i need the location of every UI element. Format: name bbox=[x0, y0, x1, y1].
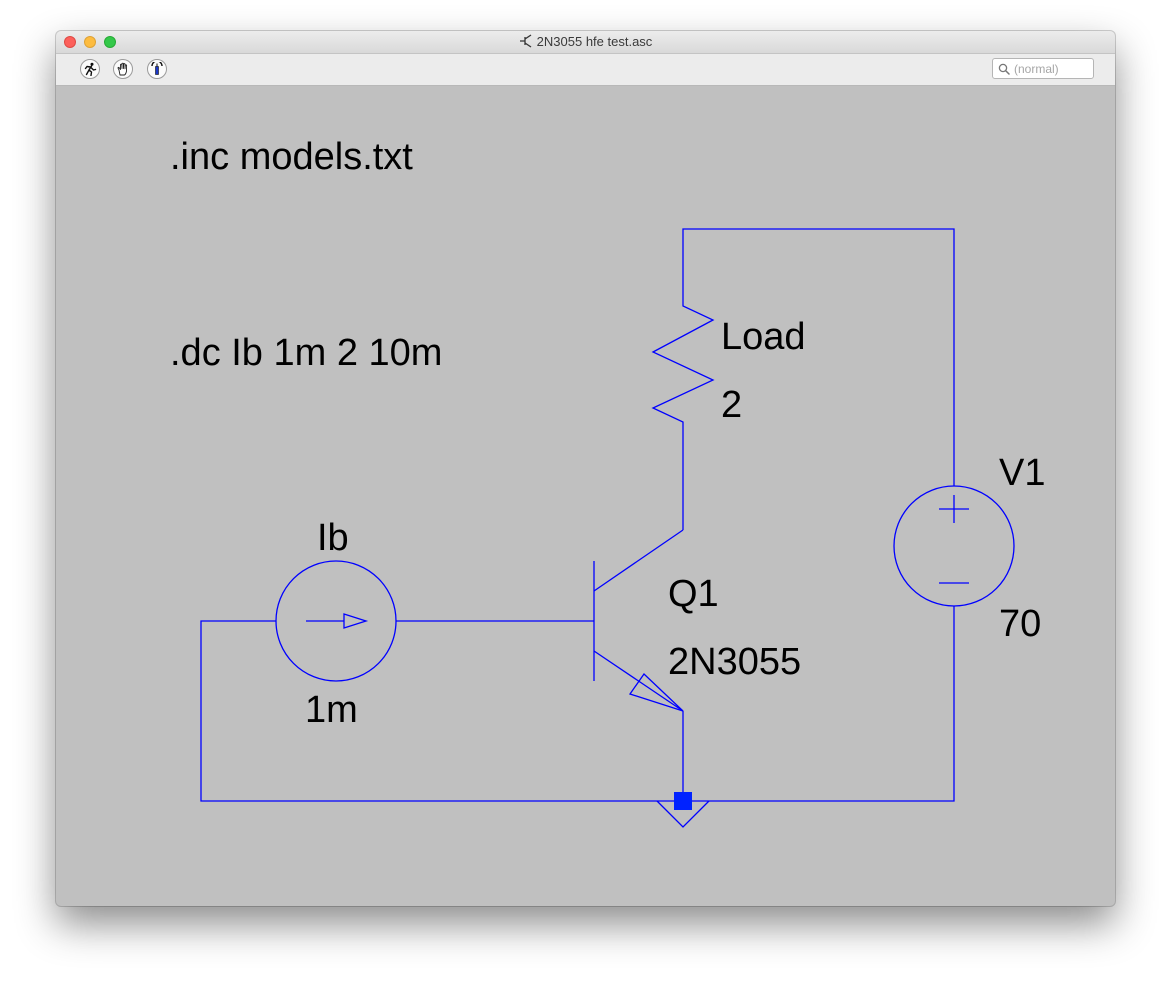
schematic-drawing[interactable]: .inc models.txt .dc Ib 1m 2 10m Load 2 Q… bbox=[56, 86, 1115, 906]
search-field[interactable] bbox=[992, 58, 1094, 79]
transistor-collector-leg[interactable] bbox=[593, 529, 684, 592]
probe-icon bbox=[151, 62, 163, 75]
load-name-label[interactable]: Load bbox=[721, 316, 806, 358]
include-directive[interactable]: .inc models.txt bbox=[170, 136, 413, 178]
title-bar[interactable]: 2N3055 hfe test.asc bbox=[56, 31, 1115, 54]
v1-value-label[interactable]: 70 bbox=[999, 603, 1041, 645]
app-window: 2N3055 hfe test.asc bbox=[56, 31, 1115, 906]
current-source-arrow-head bbox=[343, 613, 369, 629]
close-button[interactable] bbox=[64, 36, 76, 48]
zoom-button[interactable] bbox=[104, 36, 116, 48]
ground-symbol[interactable] bbox=[656, 800, 710, 828]
hand-icon bbox=[117, 62, 128, 76]
search-icon bbox=[998, 63, 1010, 75]
schematic-canvas[interactable]: .inc models.txt .dc Ib 1m 2 10m Load 2 Q… bbox=[56, 86, 1115, 906]
running-man-icon bbox=[84, 62, 97, 76]
v1-name-label[interactable]: V1 bbox=[999, 452, 1045, 494]
probe-button[interactable] bbox=[147, 59, 167, 79]
toolbar bbox=[56, 54, 1115, 86]
wire-top-loop[interactable] bbox=[682, 228, 955, 486]
voltage-source-symbol[interactable] bbox=[893, 485, 1015, 607]
load-value-label[interactable]: 2 bbox=[721, 384, 742, 426]
halt-button[interactable] bbox=[113, 59, 133, 79]
current-source-symbol[interactable] bbox=[275, 560, 397, 682]
window-title-area: 2N3055 hfe test.asc bbox=[56, 31, 1115, 53]
ib-name-label[interactable]: Ib bbox=[317, 517, 349, 559]
run-button[interactable] bbox=[80, 59, 100, 79]
transistor-emitter-arrow bbox=[628, 673, 684, 712]
ground-junction[interactable] bbox=[674, 792, 692, 810]
q1-name-label[interactable]: Q1 bbox=[668, 573, 719, 615]
ib-value-label[interactable]: 1m bbox=[305, 689, 358, 731]
wire-source-left-loop[interactable] bbox=[200, 606, 955, 802]
transistor-document-icon bbox=[519, 34, 532, 48]
minimize-button[interactable] bbox=[84, 36, 96, 48]
window-title: 2N3055 hfe test.asc bbox=[536, 34, 653, 49]
search-input[interactable] bbox=[1014, 60, 1090, 77]
q1-model-label[interactable]: 2N3055 bbox=[668, 641, 801, 683]
resistor-load-symbol[interactable] bbox=[651, 304, 715, 425]
dc-sweep-directive[interactable]: .dc Ib 1m 2 10m bbox=[170, 332, 442, 374]
